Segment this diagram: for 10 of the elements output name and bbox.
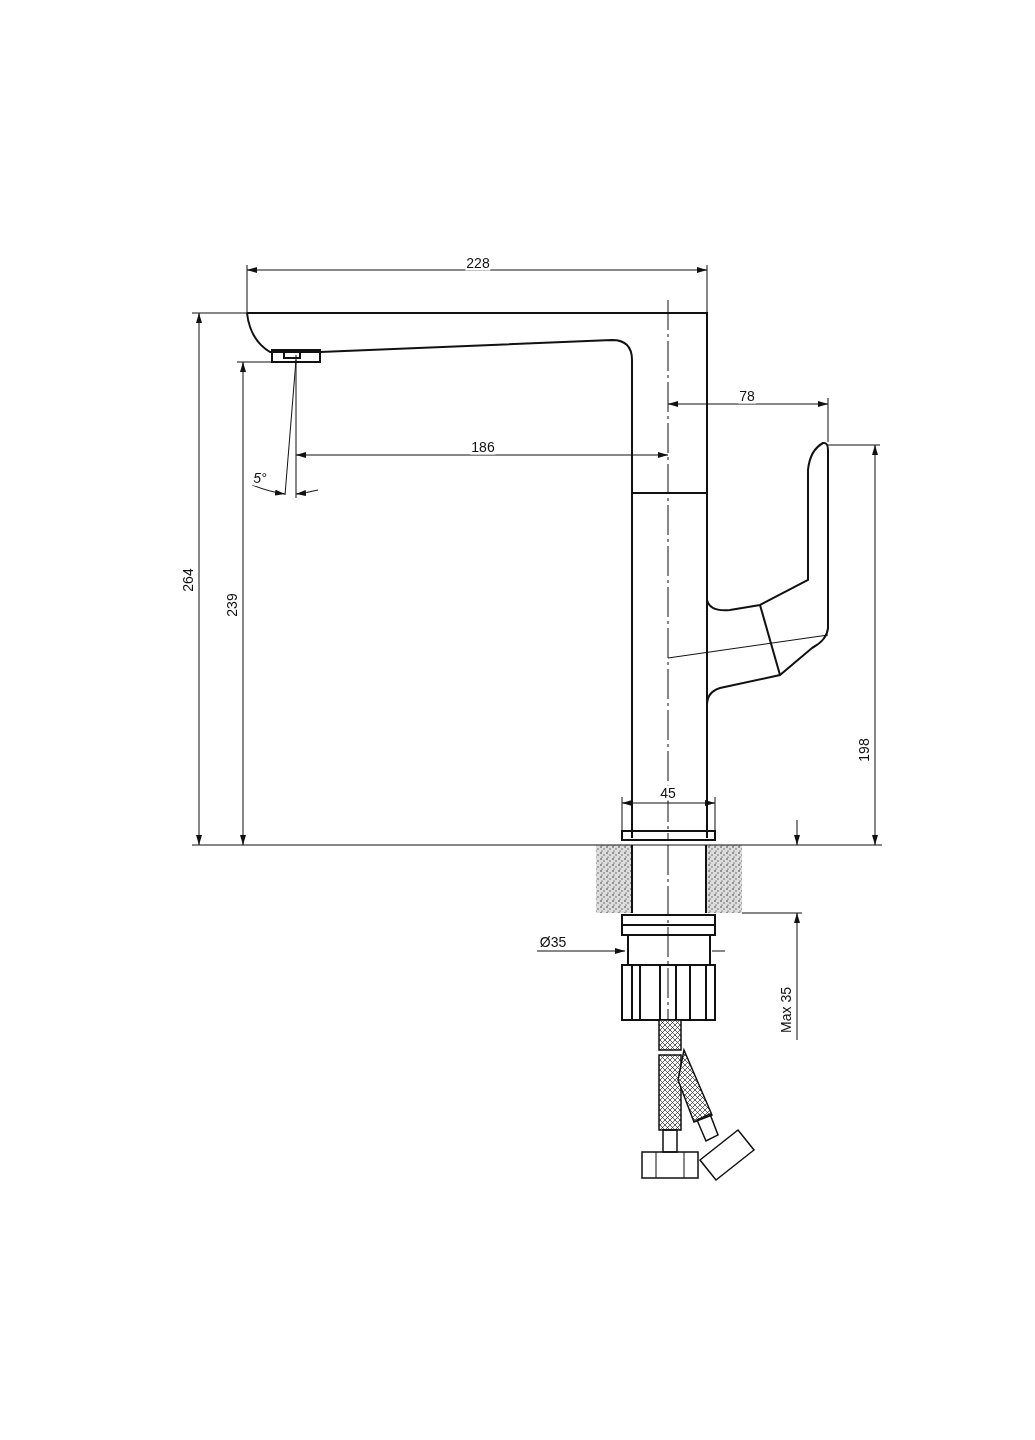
dimension-label: 198 xyxy=(856,737,872,763)
dimension-label: 239 xyxy=(224,592,240,618)
dimension-label: 228 xyxy=(465,255,491,271)
dimension-label: Ø35 xyxy=(538,934,568,950)
dimension-label: 45 xyxy=(659,785,677,801)
dimension-label: 186 xyxy=(470,439,496,455)
dimension-label: 5° xyxy=(252,470,268,486)
dimension-label: Max 35 xyxy=(778,986,794,1034)
dimension-label: 78 xyxy=(738,388,756,404)
dimension-label: 264 xyxy=(180,567,196,593)
